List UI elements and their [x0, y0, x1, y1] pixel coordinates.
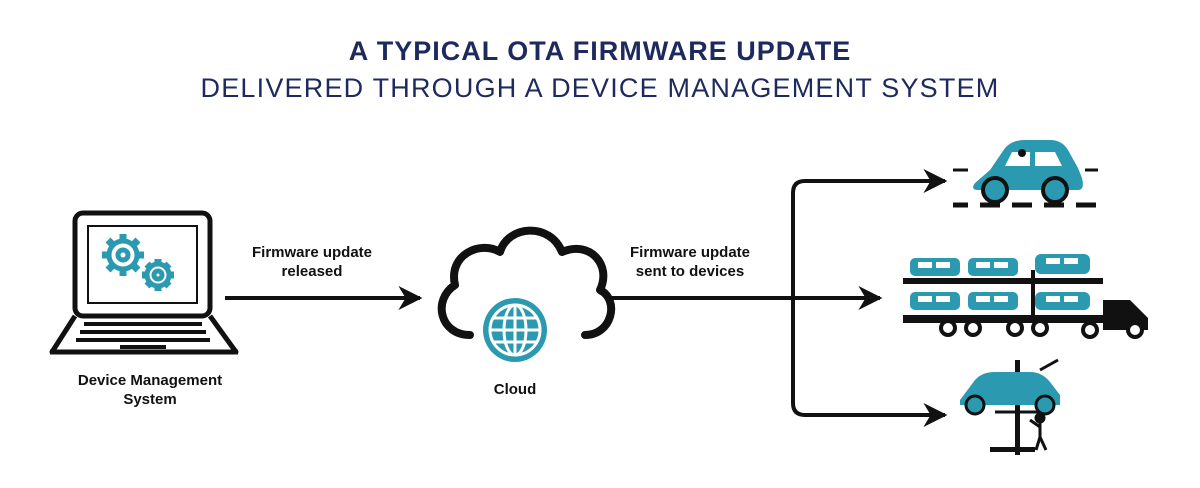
node-label-dms-line2: System: [123, 391, 177, 408]
car-on-road-icon: [953, 140, 1098, 208]
edge-label-released: Firmware update released: [222, 243, 402, 281]
car-on-lift-icon: [960, 358, 1060, 455]
edge-label-sent: Firmware update sent to devices: [595, 243, 785, 281]
branch-connector: [791, 169, 948, 427]
node-label-cloud: Cloud: [493, 381, 537, 398]
edge-label-released-line2: released: [281, 263, 343, 280]
car-carrier-truck-icon: [903, 254, 1148, 339]
title-line-1: A TYPICAL OTA FIRMWARE UPDATE: [348, 36, 852, 66]
node-label-dms: Device Management System: [45, 371, 255, 409]
laptop-gears-icon: [49, 210, 239, 355]
node-label-dms-line1: Device Management: [77, 372, 223, 389]
cloud-globe-icon: [437, 226, 616, 362]
title-line-2: DELIVERED THROUGH A DEVICE MANAGEMENT SY…: [200, 73, 1000, 103]
edge-label-released-line1: Firmware update: [251, 244, 373, 261]
edge-label-sent-line1: Firmware update: [629, 244, 751, 261]
edge-label-sent-line2: sent to devices: [635, 263, 745, 280]
